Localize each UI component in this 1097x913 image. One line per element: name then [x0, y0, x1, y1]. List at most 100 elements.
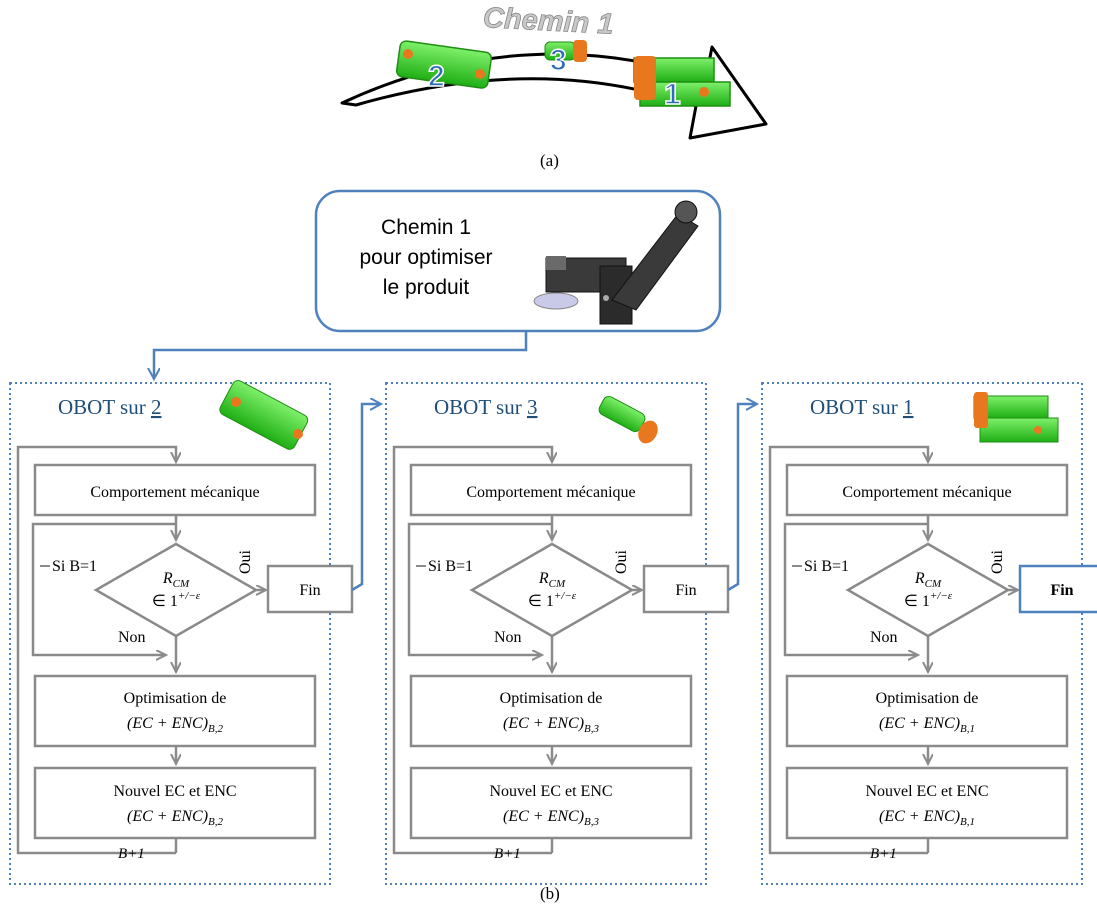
loop-si-b-1-line: [31, 522, 176, 655]
no-label: Non: [870, 629, 898, 646]
optimisation-box: [33, 674, 317, 748]
new-values-box: [33, 766, 317, 840]
decision-ratio-sub: CM: [549, 578, 566, 590]
part-1-icon: [973, 392, 1059, 443]
panel-title: OBOT sur 2: [58, 395, 161, 419]
optimisation-formula: (EC + ENC)B,1: [879, 715, 975, 735]
loop-si-b-1-line: [783, 522, 928, 655]
panel-frame: [761, 382, 1083, 885]
panel-frame: [9, 382, 331, 885]
optimisation-formula-main: (EC + ENC): [127, 715, 208, 732]
yes-label: Oui: [989, 549, 1006, 574]
increment-label: B+1: [494, 846, 521, 862]
source-box: Chemin 1 pour optimiser le produit: [314, 189, 722, 333]
part-3-icon: [598, 395, 658, 444]
part-a-illustration: Chemin 1 2 3 1: [340, 2, 768, 140]
loop-b-plus-1-line: [392, 445, 552, 855]
mechanical-behavior-label: Comportement mécanique: [90, 484, 259, 501]
panel-title: OBOT sur 3: [434, 395, 537, 419]
optimisation-formula-sub: B,1: [960, 723, 975, 735]
caption-a: (a): [540, 151, 559, 170]
no-label: Non: [494, 629, 522, 646]
part-1-illustration: [633, 56, 731, 107]
decision-ratio-sub: CM: [173, 578, 190, 590]
panel-title: OBOT sur 1: [810, 395, 913, 419]
new-values-box: [409, 766, 693, 840]
connector-panel-3-to-panel-1: [727, 404, 757, 592]
loop-b-plus-1-line: [768, 445, 928, 855]
new-values-formula-sub: B,1: [960, 816, 975, 828]
end-box: [266, 564, 354, 614]
end-box: [1018, 564, 1097, 614]
mechanical-behavior-box: [409, 463, 693, 517]
new-values-formula-main: (EC + ENC): [127, 808, 208, 825]
mechanical-behavior-box: [33, 463, 317, 517]
panel-title-part: 1: [903, 395, 914, 419]
new-values-label: Nouvel EC et ENC: [489, 783, 612, 800]
connector-source-to-panel-2: [154, 331, 528, 379]
decision-range-main: ∈ 1: [528, 593, 554, 610]
new-values-formula-main: (EC + ENC): [879, 808, 960, 825]
decision-ratio: RCM: [914, 570, 942, 590]
new-values-formula-sub: B,3: [584, 816, 599, 828]
loop-condition-label: Si B=1: [428, 558, 473, 575]
panel-frame: [385, 382, 707, 885]
loop-si-b-1-line: [407, 522, 552, 655]
optimisation-formula-main: (EC + ENC): [879, 715, 960, 732]
obot-panel-1: OBOT sur 1 Comportement mécanique Si B=1R…: [761, 382, 1097, 885]
panel-title-part: 2: [151, 395, 162, 419]
decision-ratio-main: R: [162, 570, 173, 587]
decision-ratio: RCM: [162, 570, 190, 590]
part-1-number: 1: [664, 78, 681, 111]
new-values-formula-sub: B,2: [208, 816, 223, 828]
loop-b-plus-1-line: [16, 445, 176, 855]
no-label: Non: [118, 629, 146, 646]
optimisation-label: Optimisation de: [876, 690, 979, 707]
mechanical-behavior-label: Comportement mécanique: [842, 484, 1011, 501]
optimisation-formula-sub: B,2: [208, 723, 223, 735]
loop-condition-label: Si B=1: [804, 558, 849, 575]
part-2-number: 2: [428, 60, 445, 93]
increment-label: B+1: [118, 846, 145, 862]
yes-label: Oui: [237, 549, 254, 574]
path-label: Chemin 1: [482, 2, 614, 41]
optimisation-formula-sub: B,3: [584, 723, 599, 735]
end-label: Fin: [1050, 582, 1073, 599]
source-line-2: pour optimiser: [359, 246, 492, 269]
yes-label: Oui: [613, 549, 630, 574]
optimisation-box: [785, 674, 1069, 748]
caption-b: (b): [540, 884, 560, 903]
source-line-1: Chemin 1: [381, 216, 471, 239]
new-values-formula: (EC + ENC)B,3: [503, 808, 599, 828]
end-label: Fin: [675, 582, 696, 599]
optimisation-formula: (EC + ENC)B,2: [127, 715, 223, 735]
part-3-illustration: [544, 40, 587, 62]
decision-range: ∈ 1+/−ε: [152, 590, 201, 610]
new-values-label: Nouvel EC et ENC: [865, 783, 988, 800]
optimisation-label: Optimisation de: [124, 690, 227, 707]
panel-title-prefix: OBOT sur: [810, 395, 903, 419]
decision-ratio: RCM: [538, 570, 566, 590]
decision-ratio-main: R: [538, 570, 549, 587]
decision-diamond: [845, 542, 1011, 638]
decision-range: ∈ 1+/−ε: [528, 590, 577, 610]
new-values-formula: (EC + ENC)B,2: [127, 808, 223, 828]
new-values-formula-main: (EC + ENC): [503, 808, 584, 825]
decision-ratio-sub: CM: [925, 578, 942, 590]
connector-panel-2-to-panel-3: [351, 404, 381, 592]
decision-diamond: [93, 542, 259, 638]
new-values-box: [785, 766, 1069, 840]
panel-title-prefix: OBOT sur: [434, 395, 527, 419]
panel-title-prefix: OBOT sur: [58, 395, 151, 419]
mechanical-behavior-box: [785, 463, 1069, 517]
panel-title-part: 3: [527, 395, 538, 419]
optimisation-box: [409, 674, 693, 748]
decision-range-main: ∈ 1: [152, 593, 178, 610]
optimisation-formula-main: (EC + ENC): [503, 715, 584, 732]
decision-range-sup: +/−ε: [930, 590, 953, 602]
source-line-3: le produit: [383, 276, 470, 299]
optimisation-formula: (EC + ENC)B,3: [503, 715, 599, 735]
